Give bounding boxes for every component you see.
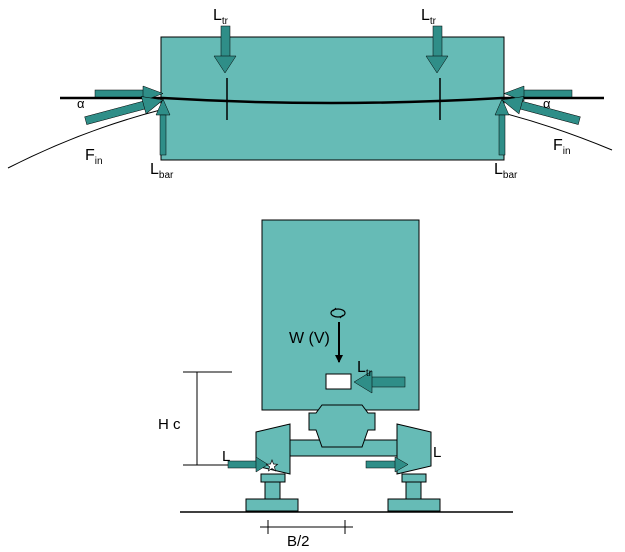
hc-label: H c	[158, 416, 181, 433]
ltr-label-left: Ltr	[213, 7, 229, 27]
fin-arrow-left	[84, 96, 164, 125]
car-body-top	[160, 36, 505, 161]
rotation-symbol-icon	[330, 307, 346, 319]
lbar-label-left: Lbar	[150, 161, 174, 181]
axial-arrow-left	[94, 85, 164, 102]
fin-arrow-right	[501, 96, 581, 125]
l-arrow-right	[365, 456, 409, 473]
fin-label-left: Fin	[85, 147, 103, 167]
ltr-arrow-left	[213, 25, 237, 74]
alpha-label-right: α	[543, 96, 551, 111]
wheel-left	[245, 423, 299, 512]
b-half-dimension	[260, 520, 353, 534]
l-label-right: L	[433, 444, 441, 461]
bogie-center-pivot	[308, 404, 376, 448]
ltr-side-arrow	[353, 370, 406, 394]
lbar-arrow-right	[494, 98, 510, 156]
hc-dimension	[183, 371, 232, 466]
ltr-side-label: Ltr	[357, 359, 373, 379]
wheel-right	[387, 423, 441, 512]
weight-label: W (V)	[289, 330, 330, 347]
top-view: Ltr Ltr α α Fin Fin Lbar Lbar	[7, 7, 613, 181]
l-arrow-left	[227, 456, 269, 473]
pivot-star-icon	[265, 459, 279, 472]
fin-label-right: Fin	[553, 137, 571, 157]
b-half-label: B/2	[287, 533, 310, 550]
ltr-center-box	[325, 373, 352, 390]
alpha-label-left: α	[77, 96, 85, 111]
ltr-label-right: Ltr	[421, 7, 437, 27]
lbar-label-right: Lbar	[494, 161, 518, 181]
car-axle-line	[60, 96, 604, 105]
lbar-arrow-left	[155, 98, 171, 156]
l-label-left: L	[222, 448, 230, 465]
side-view: W (V) Ltr H c L L B/2	[158, 219, 513, 550]
ltr-arrow-right	[425, 25, 449, 74]
